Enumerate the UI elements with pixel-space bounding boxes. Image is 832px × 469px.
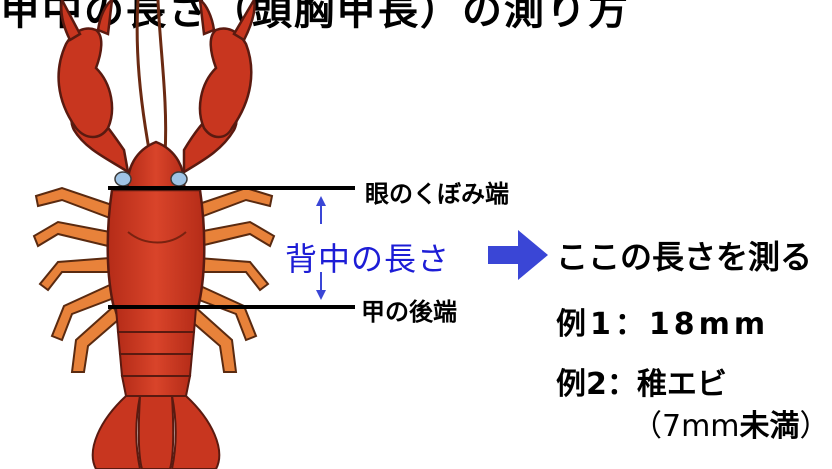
shell-rear-label: 甲の後端 [361, 298, 457, 326]
pointing-arrow [488, 230, 548, 280]
eye-right [170, 171, 188, 187]
carapace [106, 188, 206, 310]
abdomen [114, 307, 198, 397]
carapace-groove [127, 231, 187, 244]
eye-socket-label: 眼のくぼみ端 [365, 180, 509, 208]
left-claw [57, 0, 130, 175]
example-2: 例2：稚エビ [556, 367, 727, 402]
eye-left [114, 171, 132, 187]
example-2-note-close: ） [799, 409, 830, 444]
example-2-note-strong: 未満 [739, 409, 800, 444]
legs-left [32, 186, 120, 373]
back-length-label: 背中の長さ [285, 240, 451, 278]
measure-here-label: ここの長さを測る [556, 238, 813, 276]
antenna-left [135, 0, 152, 156]
example-2-note-open: （7mm [632, 409, 740, 444]
length-arrows [316, 196, 326, 300]
antenna-right [156, 0, 168, 156]
right-claw [182, 0, 256, 175]
tail-fan [91, 395, 221, 469]
example-2-note: （7mm未満） [632, 401, 830, 445]
example-1: 例1：18mm [556, 307, 770, 342]
